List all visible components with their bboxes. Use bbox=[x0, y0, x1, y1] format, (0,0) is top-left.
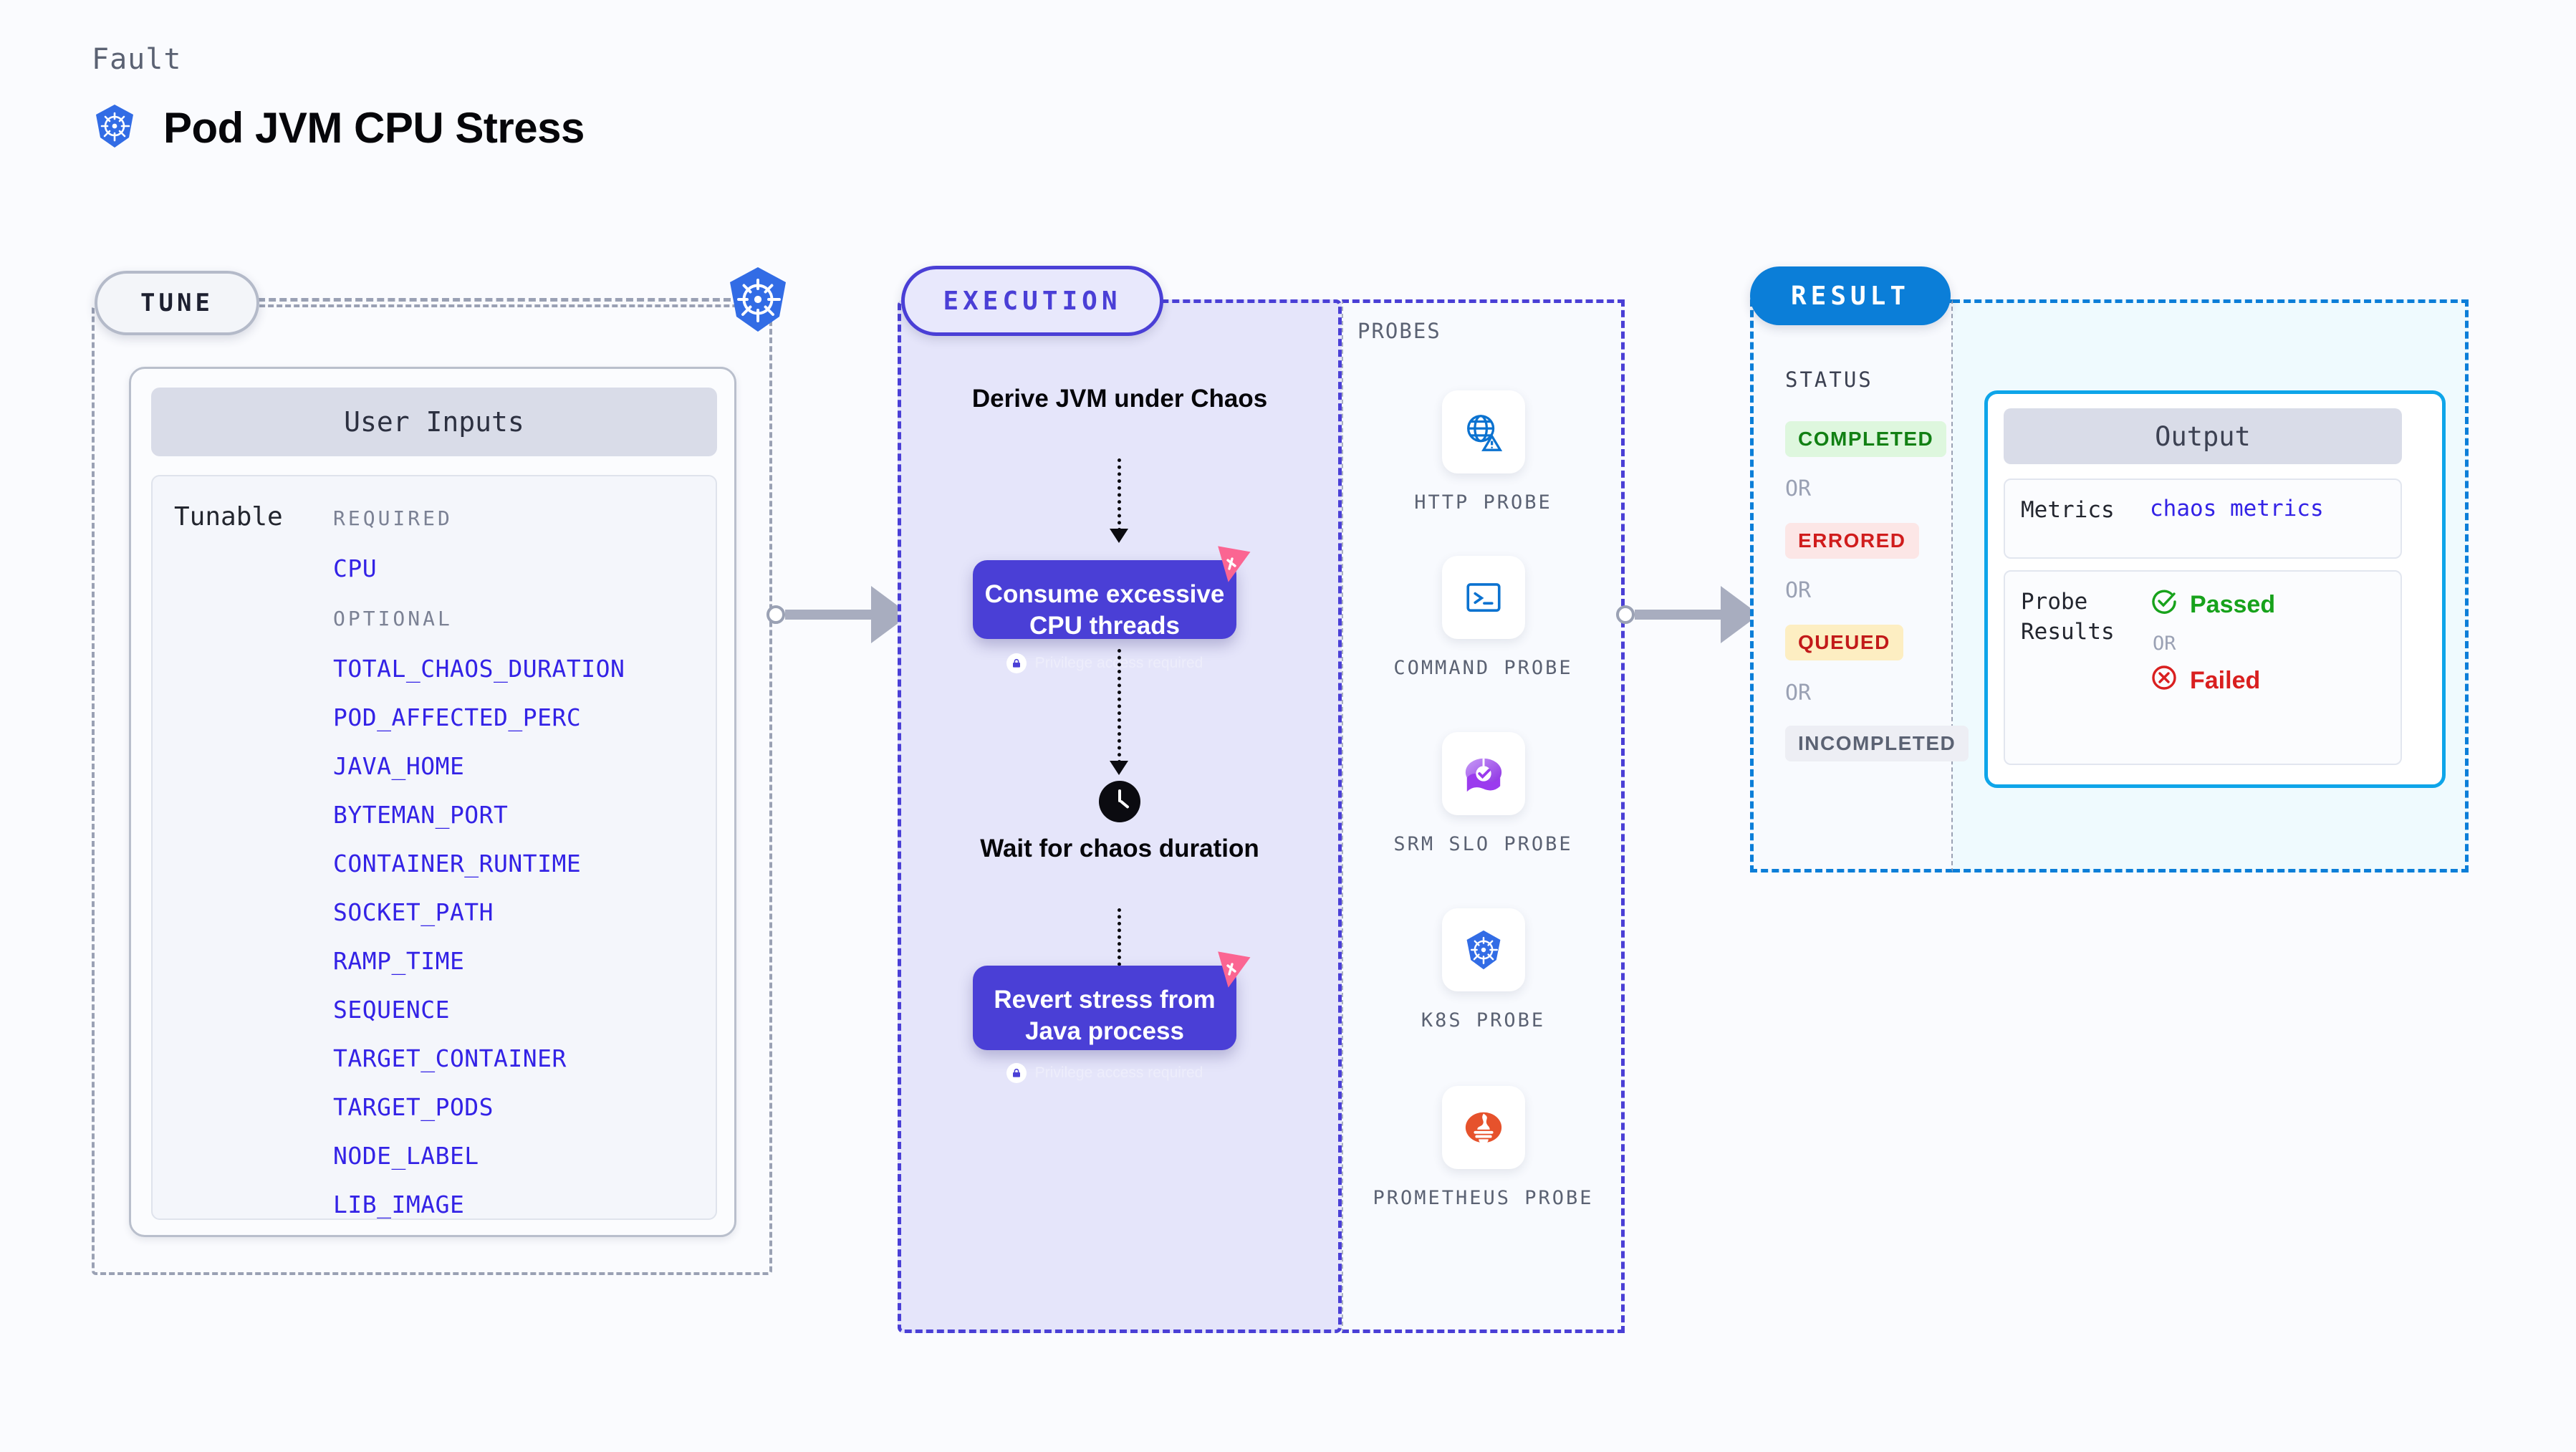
lock-icon bbox=[1006, 653, 1027, 674]
harness-logo-icon bbox=[1211, 544, 1252, 585]
param-lib-image[interactable]: LIB_IMAGE bbox=[333, 1191, 465, 1218]
flow-line bbox=[1118, 458, 1121, 532]
status-badge-completed: COMPLETED bbox=[1785, 421, 1947, 457]
probe-label: PROMETHEUS PROBE bbox=[1373, 1187, 1594, 1209]
probe-srm-slo[interactable]: SRM SLO PROBE bbox=[1342, 732, 1625, 858]
connector-dot bbox=[766, 605, 785, 624]
tune-connector-line bbox=[258, 298, 731, 302]
execution-step-title: Revert stress from Java process bbox=[994, 986, 1216, 1046]
probe-result-failed: Failed bbox=[2150, 663, 2275, 698]
privilege-note: Privilege access required bbox=[973, 1063, 1236, 1084]
lock-icon bbox=[1006, 1063, 1027, 1084]
probe-http[interactable]: HTTP PROBE bbox=[1342, 390, 1625, 516]
param-cpu[interactable]: CPU bbox=[333, 554, 378, 582]
kubernetes-icon bbox=[1441, 908, 1525, 991]
globe-warning-icon bbox=[1441, 390, 1525, 473]
param-ramp-time[interactable]: RAMP_TIME bbox=[333, 947, 465, 975]
param-target-container[interactable]: TARGET_CONTAINER bbox=[333, 1044, 567, 1072]
probe-label: COMMAND PROBE bbox=[1393, 657, 1573, 679]
optional-label: OPTIONAL bbox=[333, 607, 453, 630]
result-badge: RESULT bbox=[1750, 266, 1951, 325]
output-card: Output Metrics chaos metrics Probe Resul… bbox=[1984, 390, 2446, 788]
probe-command[interactable]: COMMAND PROBE bbox=[1342, 556, 1625, 682]
tunable-body: Tunable REQUIRED CPU OPTIONAL TOTAL_CHAO… bbox=[151, 475, 717, 1220]
metrics-value-wrap: chaos metrics bbox=[2150, 480, 2324, 557]
page-title: Pod JVM CPU Stress bbox=[163, 104, 585, 152]
probe-result-or: OR bbox=[2153, 633, 2176, 655]
execution-step-derive-jvm: Derive JVM under Chaos bbox=[971, 385, 1268, 413]
privilege-note-text: Privilege access required bbox=[1034, 1064, 1203, 1082]
output-row-probe-results: Probe Results Passed OR Failed bbox=[2004, 570, 2402, 765]
status-badge-incompleted: INCOMPLETED bbox=[1785, 726, 1969, 761]
probe-results-key: Probe Results bbox=[2021, 589, 2115, 645]
status-or-2: OR bbox=[1785, 578, 1812, 603]
status-badge-queued: QUEUED bbox=[1785, 625, 1903, 660]
param-target-pods[interactable]: TARGET_PODS bbox=[333, 1093, 494, 1121]
param-node-label[interactable]: NODE_LABEL bbox=[333, 1142, 479, 1170]
probe-label: K8S PROBE bbox=[1421, 1009, 1546, 1032]
param-container-runtime[interactable]: CONTAINER_RUNTIME bbox=[333, 850, 582, 878]
flow-arrowhead bbox=[1110, 529, 1128, 543]
param-pod-affected-perc[interactable]: POD_AFFECTED_PERC bbox=[333, 703, 582, 731]
connector-bar bbox=[1635, 610, 1721, 620]
terminal-icon bbox=[1441, 556, 1525, 639]
required-label: REQUIRED bbox=[333, 506, 453, 530]
result-status-panel bbox=[1750, 299, 1953, 872]
probe-prometheus[interactable]: PROMETHEUS PROBE bbox=[1342, 1086, 1625, 1212]
param-java-home[interactable]: JAVA_HOME bbox=[333, 752, 465, 780]
page-title-row: Pod JVM CPU Stress bbox=[92, 103, 585, 153]
parameter-column: REQUIRED CPU OPTIONAL TOTAL_CHAOS_DURATI… bbox=[333, 495, 706, 1239]
status-or-1: OR bbox=[1785, 476, 1812, 501]
fault-kicker: Fault bbox=[92, 43, 182, 76]
check-circle-icon bbox=[2150, 587, 2178, 622]
user-inputs-card: User Inputs Tunable REQUIRED CPU OPTIONA… bbox=[129, 367, 736, 1237]
kubernetes-icon bbox=[724, 265, 792, 334]
x-circle-icon bbox=[2150, 663, 2178, 698]
probes-label: PROBES bbox=[1357, 319, 1441, 343]
metrics-value[interactable]: chaos metrics bbox=[2150, 496, 2324, 521]
param-socket-path[interactable]: SOCKET_PATH bbox=[333, 898, 494, 926]
execution-step-revert-stress[interactable]: Revert stress from Java process Privileg… bbox=[973, 951, 1251, 1084]
tune-badge: TUNE bbox=[95, 271, 259, 335]
tune-panel bbox=[92, 304, 772, 1275]
status-label: STATUS bbox=[1785, 367, 1873, 392]
execution-step-title: Consume excessive CPU threads bbox=[984, 580, 1225, 640]
status-or-3: OR bbox=[1785, 681, 1812, 706]
execution-step-consume-cpu[interactable]: Consume excessive CPU threads Privilege … bbox=[973, 546, 1251, 674]
probe-result-passed: Passed bbox=[2150, 587, 2275, 622]
flow-arrowhead bbox=[1110, 761, 1128, 775]
probe-results-values: Passed OR Failed bbox=[2150, 572, 2275, 764]
probe-k8s[interactable]: K8S PROBE bbox=[1342, 908, 1625, 1034]
probe-label: HTTP PROBE bbox=[1414, 491, 1552, 514]
metrics-key: Metrics bbox=[2021, 497, 2115, 523]
probe-passed-label: Passed bbox=[2190, 591, 2276, 618]
privilege-note: Privilege access required bbox=[973, 653, 1236, 674]
harness-logo-icon bbox=[1211, 950, 1252, 990]
execution-badge: EXECUTION bbox=[901, 266, 1163, 336]
user-inputs-title: User Inputs bbox=[151, 388, 717, 456]
execution-step-wait: Wait for chaos duration bbox=[980, 835, 1259, 862]
srm-slo-icon bbox=[1441, 732, 1525, 815]
flow-line bbox=[1118, 649, 1121, 764]
param-byteman-port[interactable]: BYTEMAN_PORT bbox=[333, 801, 509, 829]
param-sequence[interactable]: SEQUENCE bbox=[333, 996, 450, 1024]
kubernetes-icon bbox=[92, 103, 138, 153]
param-total-chaos-duration[interactable]: TOTAL_CHAOS_DURATION bbox=[333, 655, 625, 683]
page-header: Fault Pod JVM CPU Stress bbox=[92, 43, 585, 153]
output-row-metrics: Metrics chaos metrics bbox=[2004, 479, 2402, 559]
status-badge-errored: ERRORED bbox=[1785, 523, 1919, 559]
prometheus-icon bbox=[1441, 1086, 1525, 1169]
clock-icon bbox=[1099, 781, 1140, 822]
tunable-label: Tunable bbox=[174, 502, 283, 532]
probe-failed-label: Failed bbox=[2190, 667, 2261, 694]
connector-dot bbox=[1616, 605, 1635, 624]
flow-line bbox=[1118, 908, 1121, 973]
connector-bar bbox=[785, 610, 871, 620]
probe-label: SRM SLO PROBE bbox=[1393, 833, 1573, 855]
output-title: Output bbox=[2004, 408, 2402, 464]
